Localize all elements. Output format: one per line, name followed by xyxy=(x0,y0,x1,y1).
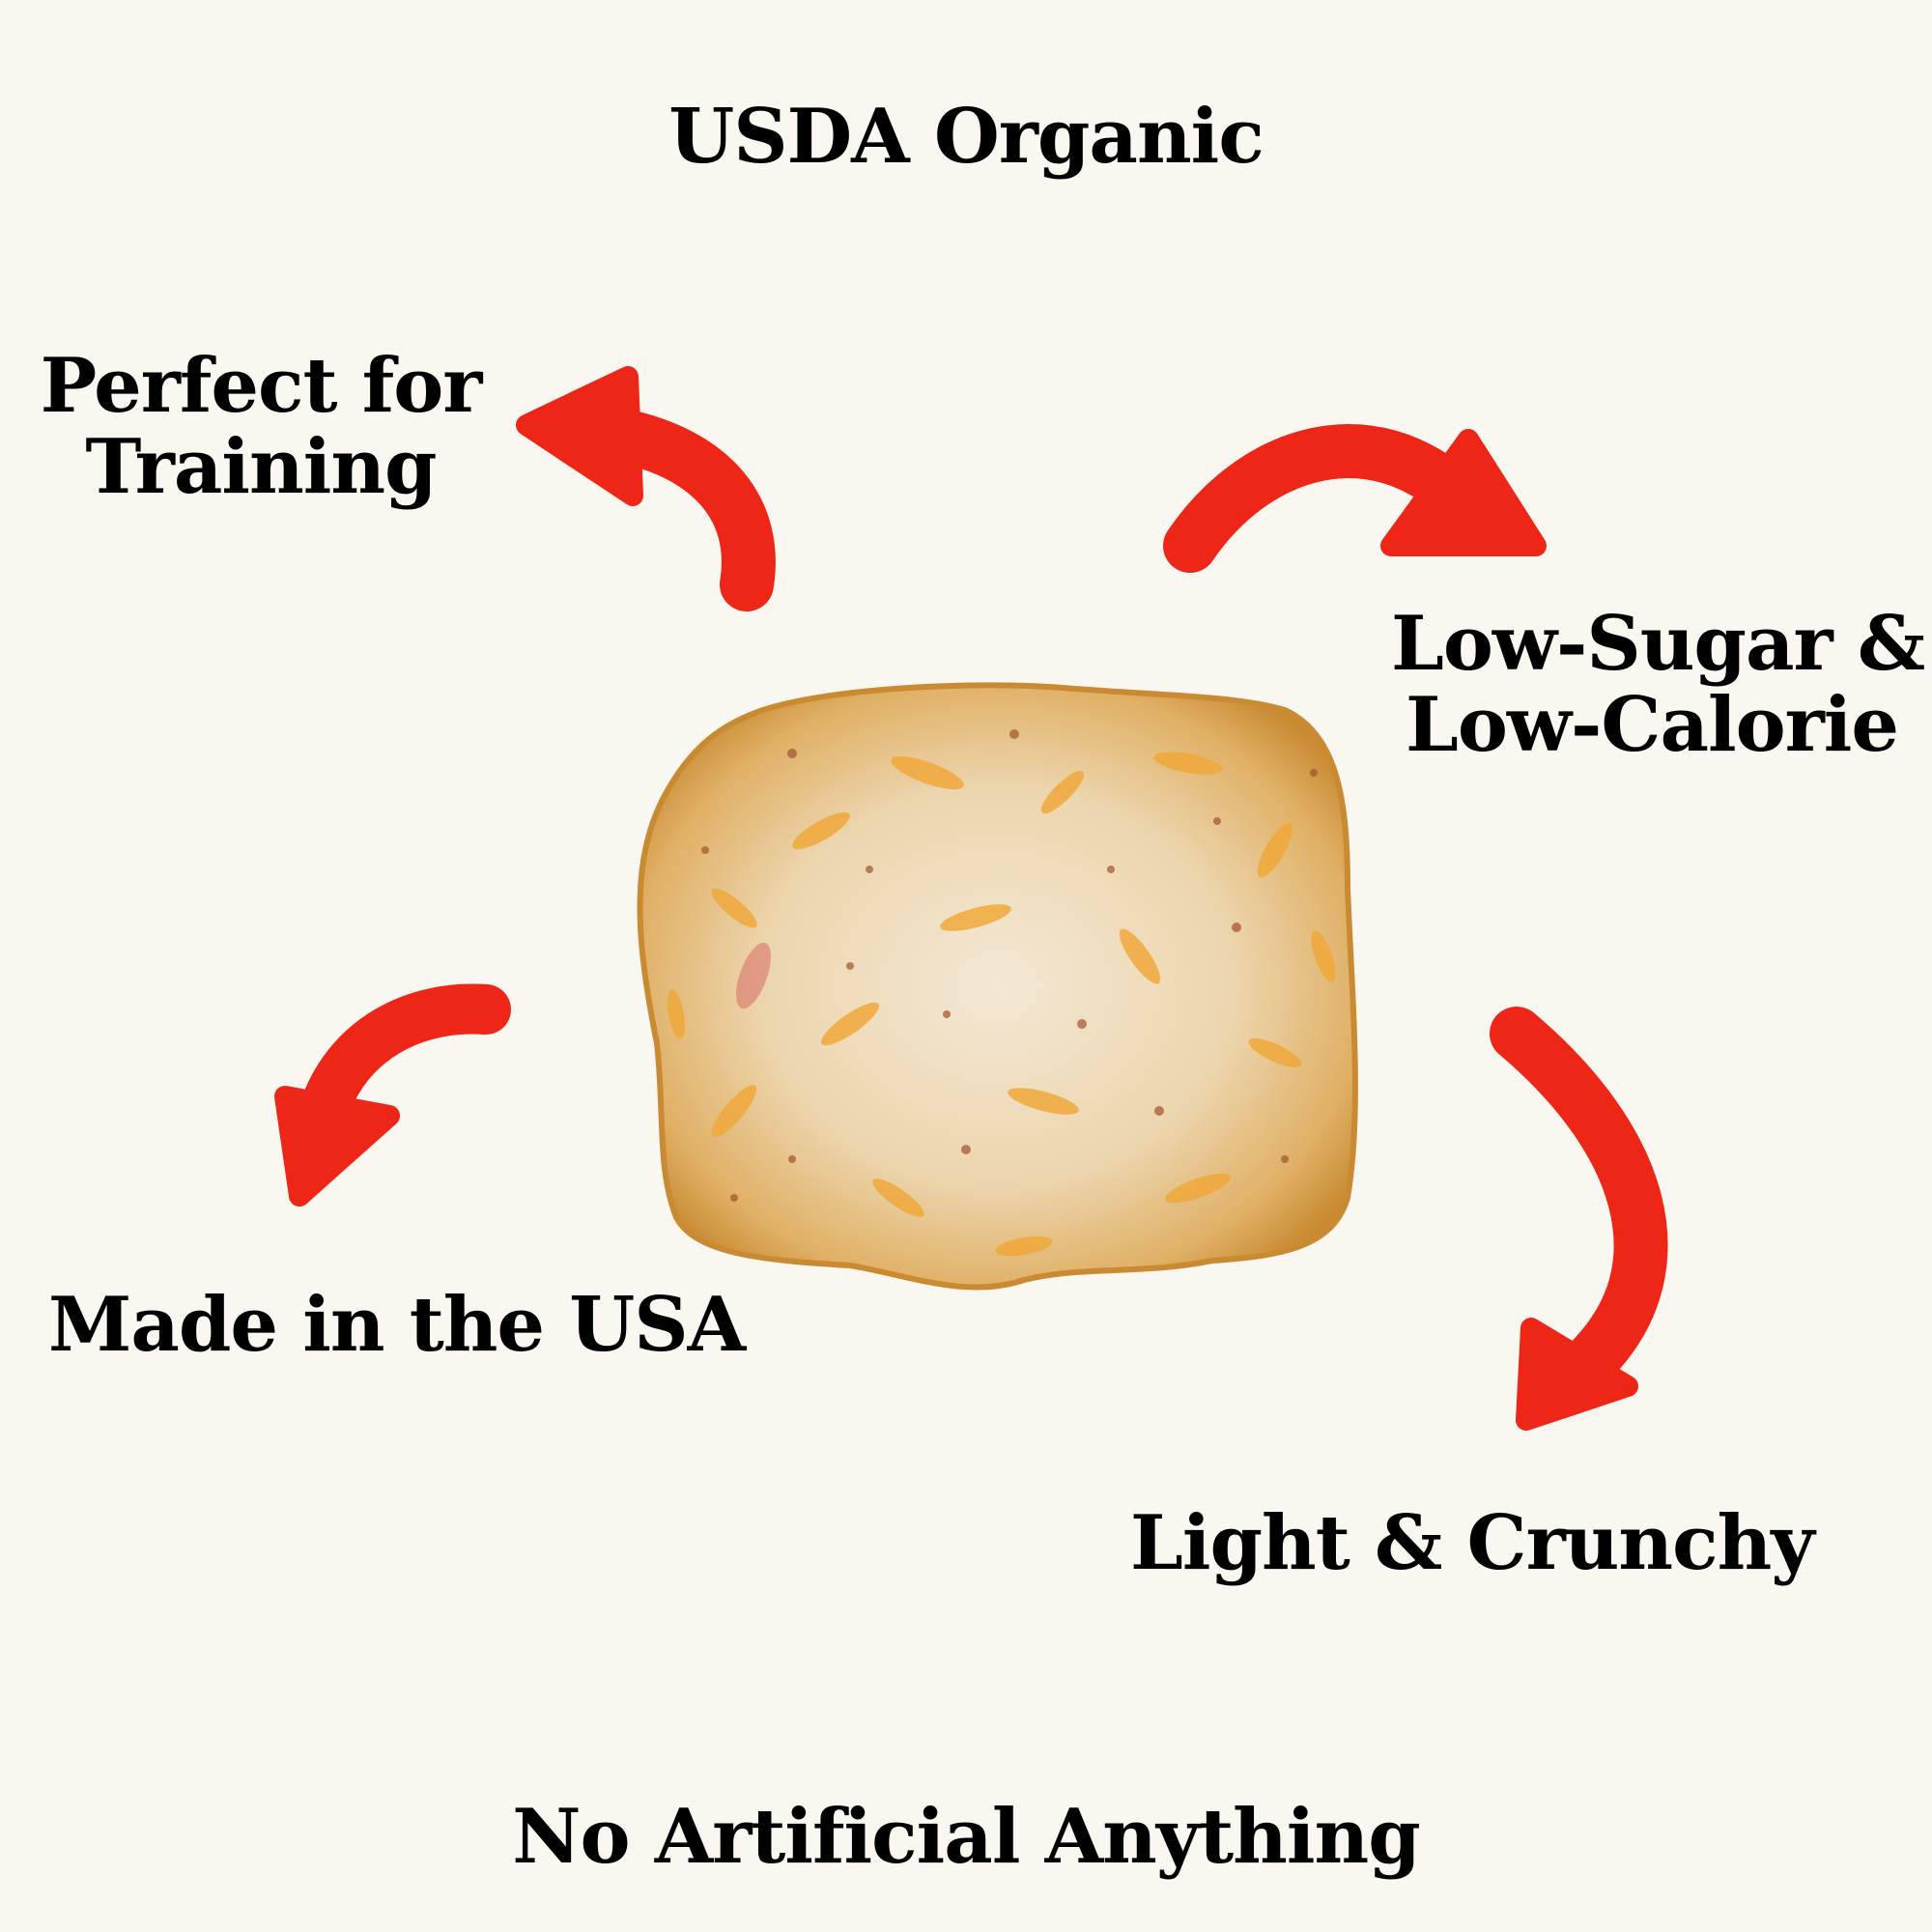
low-sugar-line2: Low-Calorie xyxy=(1405,681,1899,769)
perfect-for-training-line1: Perfect for xyxy=(40,342,483,430)
curved-arrow-down-icon xyxy=(1490,1007,1668,1431)
curved-arrow-down-left-icon xyxy=(274,983,511,1207)
usda-organic-label: USDA Organic xyxy=(668,93,1264,181)
made-in-usa-label: Made in the USA xyxy=(48,1281,746,1369)
puff-treat-image xyxy=(637,682,1358,1291)
no-artificial-anything-label: No Artificial Anything xyxy=(512,1793,1421,1881)
perfect-for-training-label: Perfect for Training xyxy=(39,346,483,508)
perfect-for-training-line2: Training xyxy=(85,423,437,511)
curved-arrow-right-icon xyxy=(1163,424,1547,573)
low-sugar-line1: Low-Sugar & xyxy=(1391,600,1925,688)
light-crunchy-label: Light & Crunchy xyxy=(1130,1499,1815,1587)
curved-arrow-up-left-icon xyxy=(516,366,776,611)
low-sugar-low-calorie-label: Low-Sugar & Low-Calorie xyxy=(1391,600,1925,769)
